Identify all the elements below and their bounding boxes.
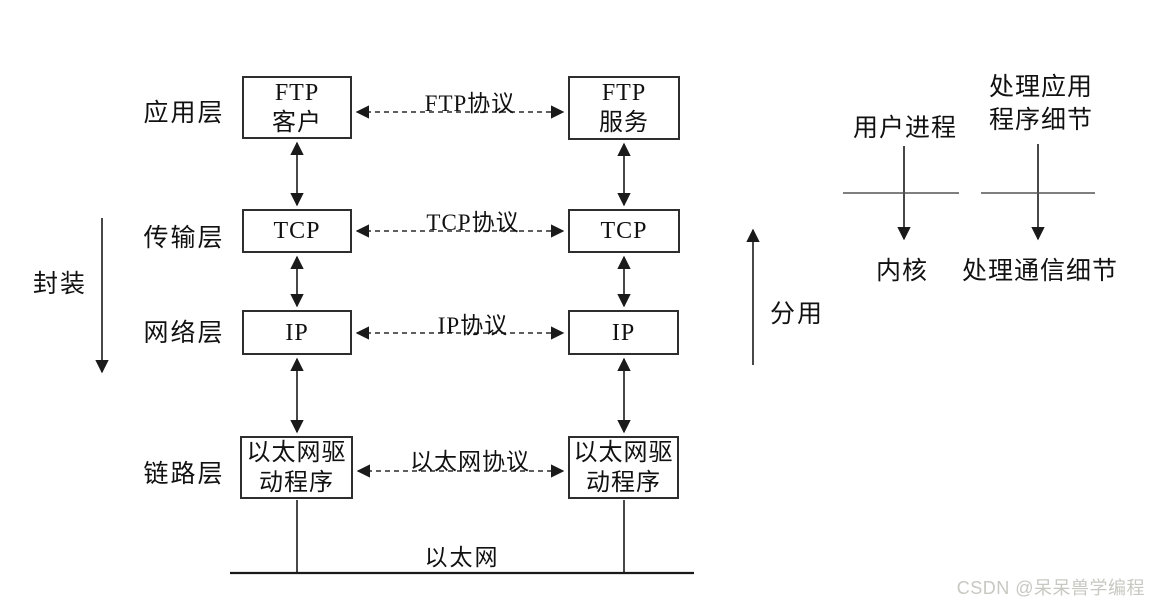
- protocol-label-ip: IP协议: [437, 313, 509, 338]
- box-ftp-server: FTP 服务: [568, 76, 680, 140]
- label-comm-detail: 处理通信细节: [961, 258, 1118, 285]
- label-kernel: 内核: [875, 258, 928, 285]
- user-kernel-boundary-right: [981, 144, 1095, 241]
- box-ethernet-driver-right: 以太网驱 动程序: [568, 436, 679, 499]
- layer-label-transport: 传输层: [143, 225, 225, 252]
- layer-label-network: 网络层: [143, 320, 225, 347]
- label-app-detail: 处理应用 程序细节: [988, 74, 1093, 134]
- label-user-process: 用户进程: [852, 115, 957, 142]
- box-ftp-client: FTP 客户: [242, 76, 352, 139]
- box-tcp-right: TCP: [568, 209, 680, 253]
- label-demultiplex: 分用: [770, 301, 825, 328]
- protocol-label-ftp: FTP协议: [424, 91, 516, 116]
- protocol-label-ethernet: 以太网协议: [410, 449, 530, 474]
- ethernet-bus: [230, 500, 694, 575]
- csdn-watermark: CSDN @呆呆兽学编程: [956, 578, 1145, 598]
- layer-label-link: 链路层: [143, 461, 225, 488]
- protocol-label-tcp: TCP协议: [426, 210, 520, 235]
- user-kernel-boundary-left: [843, 146, 959, 241]
- layer-label-application: 应用层: [143, 100, 225, 127]
- box-tcp-left: TCP: [242, 209, 352, 253]
- label-ethernet-medium: 以太网: [424, 545, 500, 570]
- label-encapsulation: 封装: [33, 271, 88, 298]
- box-ethernet-driver-left: 以太网驱 动程序: [240, 436, 353, 499]
- box-ip-right: IP: [568, 310, 679, 355]
- peer-protocol-arrows: [355, 105, 565, 478]
- box-ip-left: IP: [242, 310, 352, 355]
